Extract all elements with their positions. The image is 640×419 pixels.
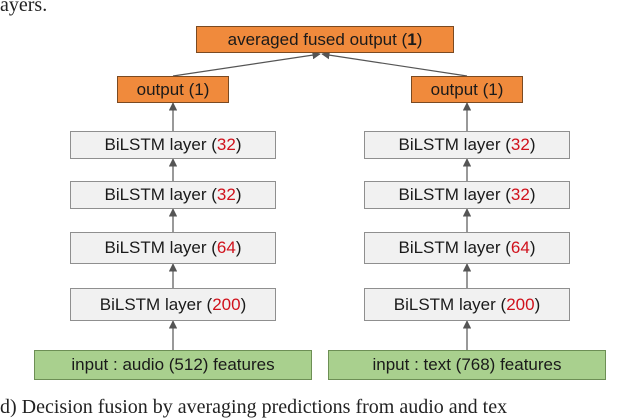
layer-label: BiLSTM layer ( [393,294,507,314]
layer-units: 32 [510,135,530,154]
audio-input-node: input : audio (512) features [34,350,312,380]
layer-suffix: ) [534,294,541,314]
layer-units: 200 [212,294,241,314]
layer-label: BiLSTM layer ( [398,238,511,257]
layer-label: BiLSTM layer ( [99,294,213,314]
layer-suffix: ) [529,238,536,257]
audio-input-label: input : audio (512) features [71,355,275,374]
figure-caption: d) Decision fusion by averaging predicti… [0,396,508,418]
audio-bilstm-layer-2: BiLSTM layer (32) [70,181,276,209]
text-output-node: output (1) [411,76,523,103]
text-input-node: input : text (768) features [328,350,606,380]
fused-output-label: averaged fused output ( [227,29,408,49]
layer-suffix: ) [529,185,536,204]
layer-units: 64 [216,238,236,257]
text-bilstm-layer-3: BiLSTM layer (64) [364,232,570,264]
edge-text-output-to-fused [321,50,468,77]
header-fragment: ayers. [0,0,48,16]
audio-bilstm-layer-1: BiLSTM layer (32) [70,131,276,159]
layer-suffix: ) [235,238,242,257]
fused-output-node: averaged fused output (1) [196,26,454,53]
layer-suffix: ) [235,185,242,204]
layer-units: 32 [216,185,236,204]
layer-label: BiLSTM layer ( [104,185,217,204]
layer-units: 32 [510,185,530,204]
text-input-label: input : text (768) features [372,355,562,374]
layer-suffix: ) [529,135,536,154]
fused-output-value: 1 [407,29,417,49]
text-output-label: output (1) [430,79,504,99]
layer-label: BiLSTM layer ( [104,135,217,154]
layer-suffix: ) [240,294,247,314]
audio-bilstm-layer-3: BiLSTM layer (64) [70,232,276,264]
audio-output-label: output (1) [136,79,210,99]
layer-label: BiLSTM layer ( [104,238,217,257]
text-bilstm-layer-1: BiLSTM layer (32) [364,131,570,159]
layer-units: 200 [506,294,535,314]
text-bilstm-layer-2: BiLSTM layer (32) [364,181,570,209]
layer-units: 32 [216,135,236,154]
layer-label: BiLSTM layer ( [398,135,511,154]
audio-output-node: output (1) [117,76,229,103]
layer-suffix: ) [235,135,242,154]
layer-label: BiLSTM layer ( [398,185,511,204]
fused-output-suffix: ) [416,29,423,49]
layer-units: 64 [510,238,530,257]
edge-audio-output-to-fused [172,50,321,77]
audio-bilstm-layer-4: BiLSTM layer (200) [70,288,276,321]
text-bilstm-layer-4: BiLSTM layer (200) [364,288,570,321]
